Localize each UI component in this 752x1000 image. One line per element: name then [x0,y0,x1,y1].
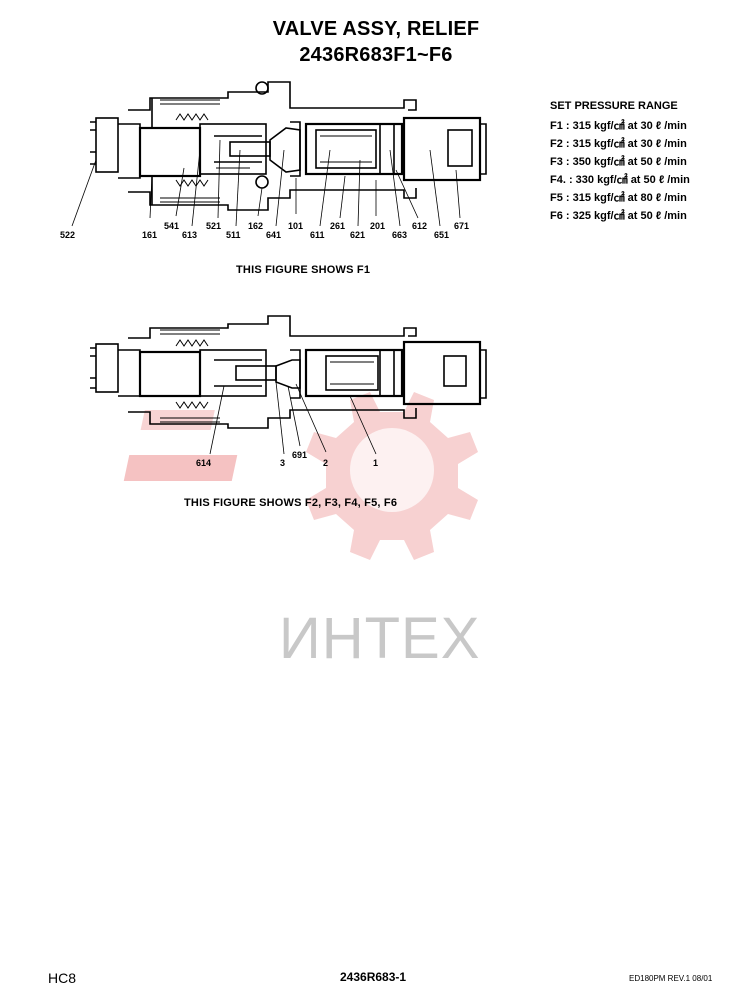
watermark-text: ИНТЕХ [279,606,481,671]
page-title: VALVE ASSY, RELIEF [272,18,480,40]
part-number-label: 3 [280,458,285,468]
part-number-label: 1 [373,458,378,468]
pressure-row: F1 : 315 kgf/㎠ at 30 ℓ /min [550,120,687,132]
part-number-label: 162 [248,221,263,231]
figure2-caption: THIS FIGURE SHOWS F2, F3, F4, F5, F6 [184,497,398,509]
part-number-label: 614 [196,458,211,468]
figure1-caption: THIS FIGURE SHOWS F1 [236,264,371,276]
part-number-label: 641 [266,230,281,240]
part-number-label: 521 [206,221,221,231]
part-number-label: 522 [60,230,75,240]
part-number-label: 261 [330,221,345,231]
part-number-label: 511 [226,230,241,240]
pressure-row: F5 : 315 kgf/㎠ at 80 ℓ /min [550,192,687,204]
part-number-label: 663 [392,230,407,240]
part-number-label: 541 [164,221,179,231]
part-number-title: 2436R683F1~F6 [299,44,453,66]
part-number-label: 621 [350,230,365,240]
part-number-label: 671 [454,221,469,231]
footer-revision: ED180PM REV.1 08/01 [629,974,713,983]
part-number-label: 613 [182,230,197,240]
pressure-range-table: SET PRESSURE RANGE F1 : 315 kgf/㎠ at 30 … [550,97,690,225]
pressure-row: F4. : 330 kgf/㎠ at 50 ℓ /min [550,174,690,186]
part-number-label: 161 [142,230,157,240]
part-number-label: 691 [292,450,307,460]
part-number-label: 101 [288,221,303,231]
footer-page-number: 2436R683-1 [340,970,407,984]
pressure-row: F2 : 315 kgf/㎠ at 30 ℓ /min [550,138,687,150]
part-number-label: 201 [370,221,385,231]
part-number-label: 2 [323,458,328,468]
pressure-row: F6 : 325 kgf/㎠ at 50 ℓ /min [550,210,687,222]
part-number-label: 612 [412,221,427,231]
pressure-row: F3 : 350 kgf/㎠ at 50 ℓ /min [550,156,687,168]
part-number-label: 611 [310,230,325,240]
footer-section-code: HC8 [48,970,77,986]
part-number-label: 651 [434,230,449,240]
pressure-range-heading: SET PRESSURE RANGE [550,100,678,112]
